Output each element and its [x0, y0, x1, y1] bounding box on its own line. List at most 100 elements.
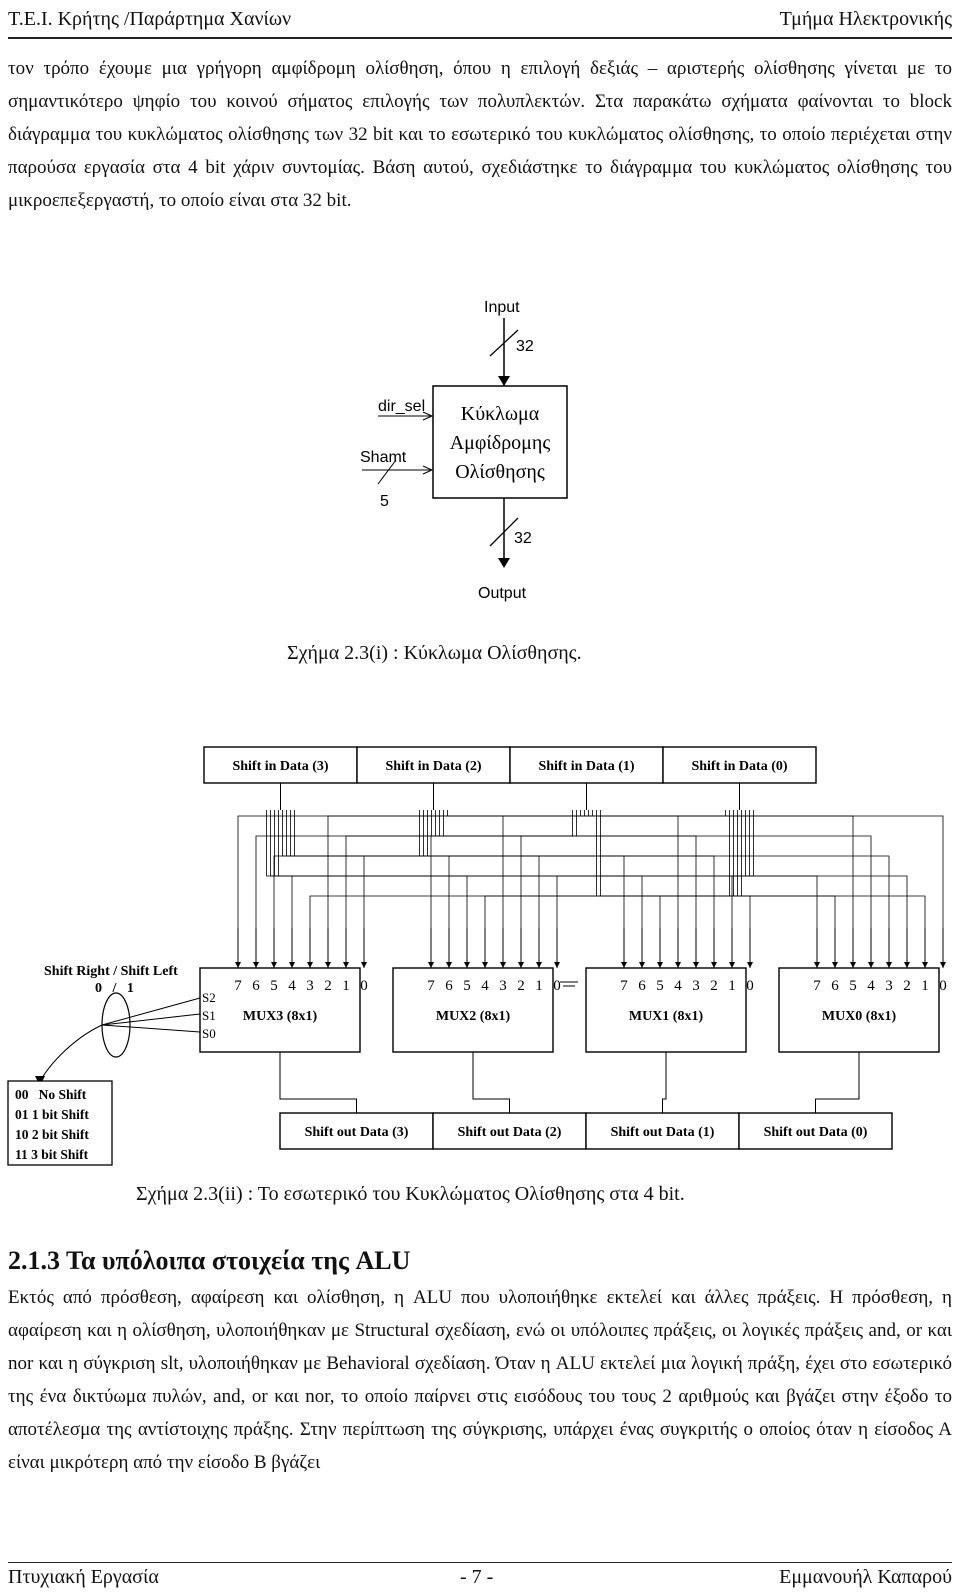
pin-arrow	[747, 962, 753, 968]
shift-in-box	[509, 746, 664, 784]
direction-values: 0 / 1	[95, 981, 134, 996]
mux-pin-label: 2	[324, 978, 332, 994]
mux-pin-label: 6	[831, 978, 839, 994]
pin-arrow	[693, 962, 699, 968]
header-institution: T.E.I. Κρήτης /Παράρτημα Χανίων	[8, 8, 292, 30]
pin-arrow	[271, 962, 277, 968]
mux-pin-label: 2	[517, 978, 525, 994]
legend-line-1: 01 1 bit Shift	[15, 1107, 89, 1122]
pin-arrow	[940, 962, 946, 968]
mux-pin-label: 1	[342, 978, 350, 994]
mux-pin-label: 6	[445, 978, 453, 994]
pin-arrow	[675, 962, 681, 968]
page-number: - 7 -	[460, 1566, 494, 1588]
output-wire	[815, 1052, 860, 1113]
mux-pin-label: 2	[710, 978, 718, 994]
pin-arrow	[500, 962, 506, 968]
shift-in-box	[203, 746, 358, 784]
intro-paragraph: τον τρόπο έχουμε μια γρήγορη αμφίδρομη ο…	[8, 58, 952, 211]
mux-pin-label: 4	[481, 978, 489, 994]
pin-arrow	[729, 962, 735, 968]
mux-pin-label: 2	[903, 978, 911, 994]
route-wire	[286, 810, 715, 928]
output-label: Output	[478, 585, 527, 602]
route-wire	[447, 810, 944, 928]
input-width: 32	[516, 338, 534, 355]
legend-line-3: 11 3 bit Shift	[15, 1147, 89, 1162]
section-title: 2.1.3 Τα υπόλοιπα στοιχεία της ALU	[8, 1246, 411, 1275]
block-line-2: Αμφίδρομης	[450, 432, 551, 454]
mux-pin-label: 7	[813, 978, 821, 994]
output-width: 32	[514, 530, 532, 547]
route-wire	[419, 810, 625, 928]
block-line-1: Κύκλωμα	[461, 403, 540, 425]
route-wire	[484, 810, 738, 928]
legend-line-0: 00 No Shift	[15, 1087, 87, 1102]
pin-arrow	[253, 962, 259, 968]
route-wire	[274, 810, 468, 928]
mux-pin-label: 4	[674, 978, 682, 994]
mux-pin-label: 6	[252, 978, 260, 994]
pin-arrow	[868, 962, 874, 968]
pin-arrow	[325, 962, 331, 968]
route-wire	[345, 810, 444, 928]
mux-box	[392, 967, 554, 1053]
mux-pin-label: 3	[306, 978, 314, 994]
route-wire	[556, 810, 754, 928]
header-department: Τμήμα Ηλεκτρονικής	[779, 8, 952, 30]
route-wire	[659, 810, 734, 928]
pin-arrow	[904, 962, 910, 968]
input-label: Input	[484, 299, 520, 316]
pin-arrow	[922, 962, 928, 968]
pin-arrow	[446, 962, 452, 968]
shifter-block-diagram: Input 32 Κύκλωμα Αμφίδρομης Ολίσθησης di…	[360, 299, 568, 602]
route-wire	[439, 810, 522, 928]
footer-author: Εμμανουήλ Καπαρού	[779, 1566, 952, 1588]
mux-pin-label: 0	[360, 978, 368, 994]
footer-rule	[8, 1562, 952, 1563]
shamt-label: Shamt	[360, 449, 407, 466]
shift-out-label: Shift out Data (0)	[764, 1125, 868, 1140]
route-wire	[309, 810, 742, 928]
route-wire	[273, 810, 428, 928]
shift-out-label: Shift out Data (2)	[458, 1125, 562, 1140]
mux-pin-label: 3	[885, 978, 893, 994]
output-wire	[662, 1052, 667, 1113]
mux-pin-label: 7	[620, 978, 628, 994]
figure1-caption: Σχήμα 2.3(i) : Κύκλωμα Ολίσθησης.	[287, 642, 582, 664]
route-wire	[270, 810, 643, 928]
mux-name: MUX3 (8x1)	[243, 1009, 318, 1024]
mux-pin-label: 3	[499, 978, 507, 994]
shift-amount-legend	[7, 1080, 113, 1166]
mux-name: MUX2 (8x1)	[436, 1009, 511, 1024]
direction-title: Shift Right / Shift Left	[44, 964, 178, 979]
pin-arrow	[464, 962, 470, 968]
mux-pin-label: 5	[270, 978, 278, 994]
shift-in-box	[662, 746, 817, 784]
route-wire	[266, 810, 818, 928]
pin-arrow	[536, 962, 542, 968]
mux-box	[778, 967, 940, 1053]
route-wire	[282, 810, 890, 928]
mux-pin-label: 4	[867, 978, 875, 994]
pin-arrow	[850, 962, 856, 968]
route-wire	[278, 810, 293, 928]
select-line-label: S1	[202, 1008, 216, 1023]
pin-arrow	[361, 962, 367, 968]
shift-in-group: Shift in Data (3)Shift in Data (2)Shift …	[203, 746, 817, 784]
shift-in-label: Shift in Data (1)	[538, 759, 634, 774]
shamt-width: 5	[380, 493, 389, 510]
pin-arrow	[307, 962, 313, 968]
pin-arrow	[814, 962, 820, 968]
route-wire	[600, 810, 751, 928]
block-line-3: Ολίσθησης	[455, 461, 545, 483]
route-wire	[237, 810, 726, 928]
mux-box	[585, 967, 747, 1053]
route-wire	[255, 810, 577, 928]
shift-out-box	[738, 1112, 893, 1150]
mux-box	[199, 967, 361, 1053]
output-wire	[279, 1052, 357, 1113]
pin-arrow	[343, 962, 349, 968]
dir-sel-label: dir_sel	[378, 398, 425, 415]
